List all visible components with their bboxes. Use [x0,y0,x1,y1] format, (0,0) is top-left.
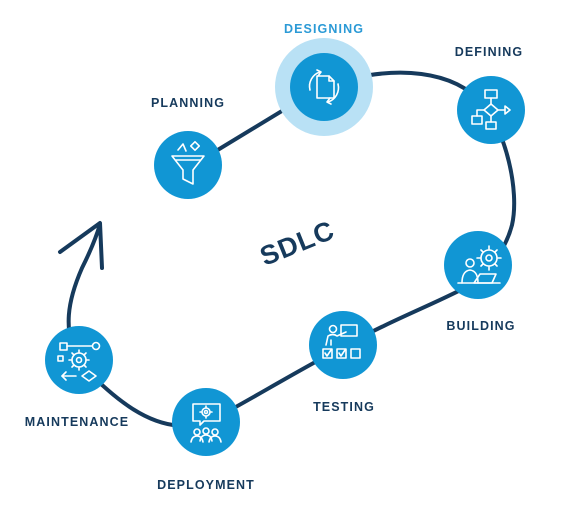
document-cycle-icon [308,69,340,105]
team-gear-icon [190,403,222,443]
label-deployment: DEPLOYMENT [157,478,255,492]
flowchart-icon [471,89,511,130]
planning-node [154,131,222,199]
stage-designing: DESIGNING [275,22,373,136]
testing-node [309,311,377,379]
label-designing: DESIGNING [284,22,364,36]
stage-defining: DEFINING [455,45,525,144]
label-maintenance: MAINTENANCE [25,415,129,429]
center-title: SDLC [256,215,339,272]
label-building: BUILDING [446,319,515,333]
defining-node [457,76,525,144]
label-testing: TESTING [313,400,375,414]
stage-deployment: DEPLOYMENT [157,388,255,492]
stage-building: BUILDING [444,231,515,333]
maintenance-node [45,326,113,394]
checklist-presenter-icon [322,324,361,359]
process-gear-icon [57,341,101,382]
designing-node [290,53,358,121]
label-defining: DEFINING [455,45,524,59]
cycle-arrowhead [58,221,104,270]
stage-testing: TESTING [309,311,377,414]
deployment-node [172,388,240,456]
stage-maintenance: MAINTENANCE [25,326,129,429]
label-planning: PLANNING [151,96,225,110]
person-laptop-gears-icon [457,245,502,284]
building-node [444,231,512,299]
stage-planning: PLANNING [151,96,225,199]
funnel-icon [171,140,205,185]
